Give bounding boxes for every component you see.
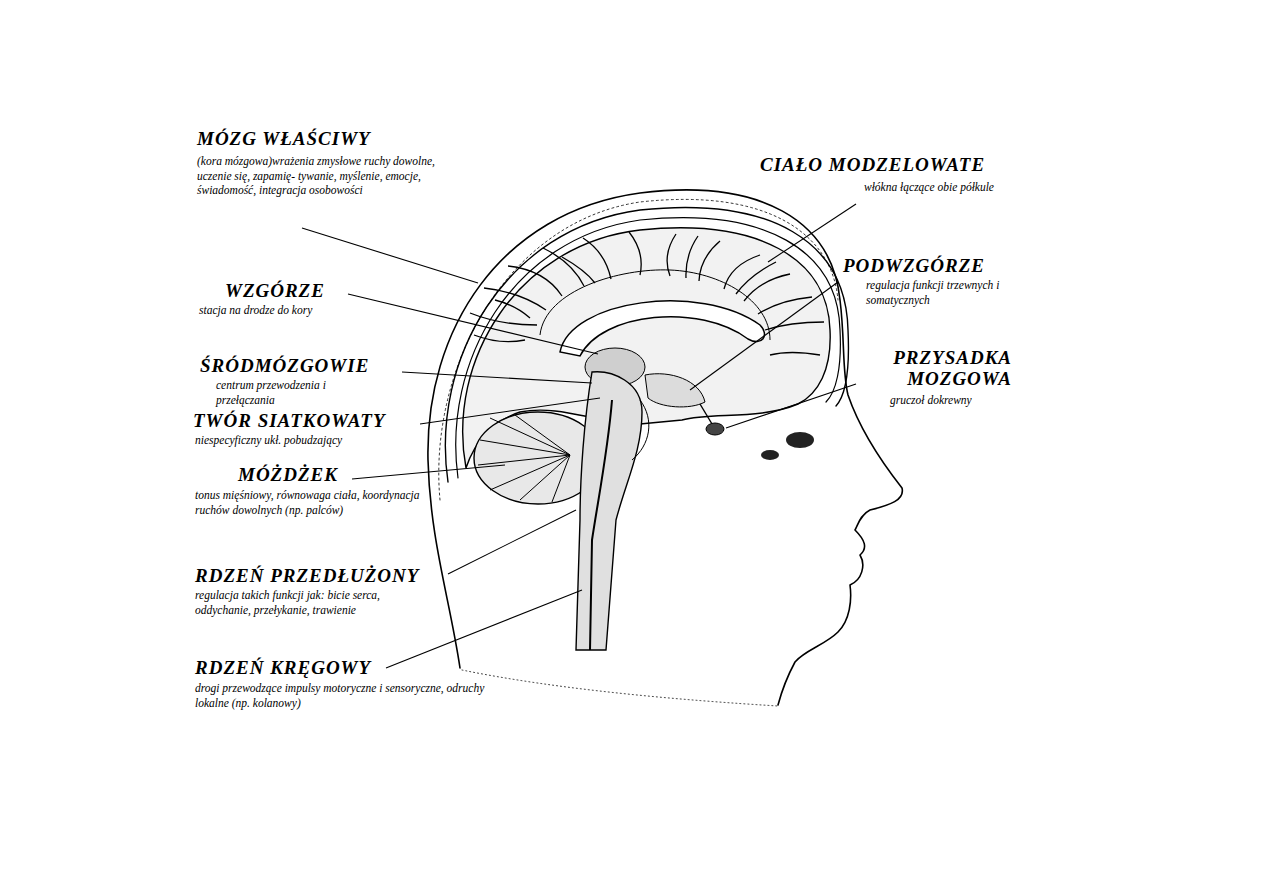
sulcus: [583, 238, 611, 279]
label-slot: włókna łączące obie półkule: [864, 180, 994, 195]
part-name: RDZEŃ KRĘGOWY: [195, 657, 371, 678]
leader-line: [768, 204, 856, 262]
leader-line: [420, 398, 600, 424]
leader-line: [348, 294, 598, 354]
label-slot: ŚRÓDMÓZGOWIE: [200, 355, 369, 376]
sulcus: [562, 257, 595, 283]
label-slot: regulacja funkcji trzewnych i somatyczny…: [866, 278, 1016, 307]
cerebellar-fold: [490, 418, 570, 455]
label-slot: gruczoł dokrewny: [890, 393, 972, 408]
part-description: centrum przewodzenia i przełączania: [216, 378, 386, 407]
leader-line: [726, 384, 856, 428]
part-name: CIAŁO MODZELOWATE: [760, 154, 985, 175]
label-slot: stacja na drodze do kory: [199, 303, 312, 318]
cerebellar-fold: [478, 455, 570, 465]
sulcus: [495, 300, 530, 318]
brainstem: [576, 372, 642, 650]
sulcus: [629, 232, 641, 275]
sulcus: [758, 297, 812, 314]
label-slot: centrum przewodzenia i przełączania: [216, 378, 386, 407]
label-slot: RDZEŃ KRĘGOWY: [195, 657, 371, 678]
part-description: niespecyficzny ukł. pobudzający: [195, 433, 342, 448]
label-slot: drogi przewodzące impulsy motoryczne i s…: [195, 681, 515, 710]
hypothalamus: [645, 374, 705, 407]
sulcus: [508, 266, 562, 296]
label-slot: MÓŻDŻEK: [238, 464, 338, 485]
arbor-vitae: [478, 415, 570, 502]
sulcus: [484, 288, 546, 310]
head: [428, 190, 902, 706]
leader-line: [448, 510, 576, 574]
label-slot: tonus mięśniowy, równowaga ciała, koordy…: [195, 488, 423, 517]
sulcus: [724, 255, 760, 289]
sulcus: [474, 335, 525, 342]
label-slot: PRZYSADKA MOZGOWA: [862, 347, 1012, 390]
sinus: [786, 432, 814, 448]
part-description: (kora mózgowa)wrażenia zmysłowe ruchy do…: [197, 154, 467, 198]
cerebellar-fold: [520, 455, 570, 500]
part-name: MÓZG WŁAŚCIWY: [197, 128, 371, 149]
corpus-callosum: [560, 301, 764, 356]
part-name: WZGÓRZE: [225, 280, 325, 301]
part-name: PRZYSADKA MOZGOWA: [862, 347, 1012, 390]
label-slot: (kora mózgowa)wrażenia zmysłowe ruchy do…: [197, 154, 467, 198]
brain: [463, 228, 831, 650]
cerebellar-fold: [480, 440, 570, 455]
pons: [632, 400, 649, 460]
sinus: [761, 450, 779, 460]
part-description: drogi przewodzące impulsy motoryczne i s…: [195, 681, 515, 710]
part-name: PODWZGÓRZE: [843, 255, 985, 276]
label-slot: PODWZGÓRZE: [843, 255, 985, 276]
leader-line: [352, 465, 505, 479]
part-name: ŚRÓDMÓZGOWIE: [200, 355, 369, 376]
part-description: regulacja funkcji trzewnych i somatyczny…: [866, 278, 1016, 307]
part-description: tonus mięśniowy, równowaga ciała, koordy…: [195, 488, 423, 517]
pituitary-stalk: [700, 404, 712, 424]
sulcus: [736, 262, 776, 294]
label-slot: regulacja takich funkcji jak: bicie serc…: [195, 588, 425, 617]
label-slot: RDZEŃ PRZEDŁUŻONY: [195, 565, 419, 586]
cerebellar-fold: [490, 455, 570, 490]
cerebellar-fold: [552, 455, 570, 502]
label-slot: niespecyficzny ukł. pobudzający: [195, 433, 342, 448]
sulcus: [770, 353, 820, 356]
part-description: stacja na drodze do kory: [199, 303, 312, 318]
head-outline: [428, 190, 902, 705]
pituitary: [706, 423, 724, 435]
part-description: regulacja takich funkcji jak: bicie serc…: [195, 588, 425, 617]
part-name: MÓŻDŻEK: [238, 464, 338, 485]
leader-line: [690, 282, 838, 390]
label-slot: CIAŁO MODZELOWATE: [760, 154, 985, 175]
part-name: RDZEŃ PRZEDŁUŻONY: [195, 565, 419, 586]
leader-line: [302, 228, 478, 283]
label-slot: MÓZG WŁAŚCIWY: [197, 128, 371, 149]
label-slot: WZGÓRZE: [225, 280, 325, 301]
leader-line: [402, 372, 592, 383]
spinal-canal: [590, 400, 612, 650]
label-slot: TWÓR SIATKOWATY: [193, 410, 386, 431]
part-description: włókna łączące obie półkule: [864, 180, 994, 195]
part-name: TWÓR SIATKOWATY: [193, 410, 386, 431]
part-description: gruczoł dokrewny: [890, 393, 972, 408]
cerebellar-fold: [515, 415, 570, 455]
